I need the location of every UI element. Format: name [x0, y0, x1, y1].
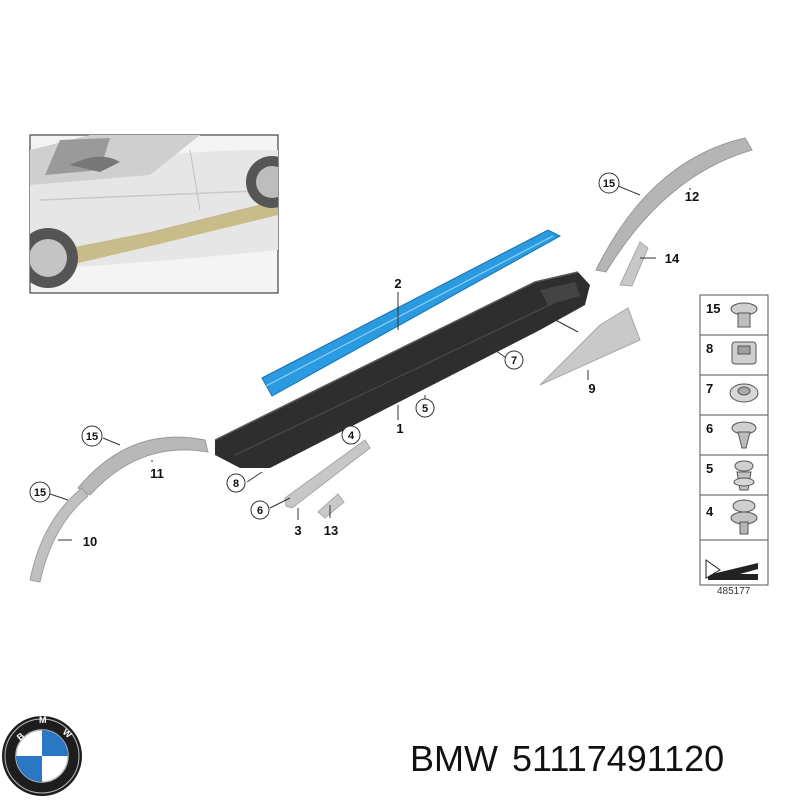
callout-14: 14 [665, 251, 680, 266]
part-1-side-sill [214, 271, 590, 468]
callout-10: 10 [83, 534, 97, 549]
fastener-15-icon [730, 302, 758, 328]
callout-7: 7 [511, 355, 517, 367]
fastener-5-icon [733, 460, 755, 491]
reference-number: 485177 [717, 586, 751, 597]
part-caption: BMW 51117491120 [410, 738, 790, 780]
callout-1: 1 [396, 421, 403, 436]
callout-2: 2 [394, 276, 401, 291]
part-3-end-piece [284, 439, 371, 509]
leader-lines [49, 185, 691, 541]
part-9-trim-panel [539, 307, 641, 386]
circled-callouts [29, 172, 620, 520]
callout-15-lower: 15 [34, 487, 46, 499]
callout-8: 8 [233, 478, 239, 490]
part-14-small-trim [619, 241, 649, 287]
callout-5: 5 [422, 403, 428, 415]
part-12-rear-wheel-arch [595, 137, 753, 273]
callout-13: 13 [324, 523, 338, 538]
bmw-logo: B M W [2, 715, 82, 796]
legend-item-8: 8 [706, 341, 713, 356]
svg-text:M: M [39, 715, 47, 725]
legend-item-15: 15 [706, 301, 720, 316]
fastener-7-icon [729, 383, 759, 403]
callout-6: 6 [257, 505, 263, 517]
part-13-small-piece [317, 493, 345, 519]
part-number: 51117491120 [511, 738, 725, 779]
fastener-8-icon [731, 341, 757, 365]
callout-4: 4 [348, 430, 355, 442]
fastener-legend: 15 8 7 6 5 4 [699, 294, 769, 586]
callouts: 1 2 3 9 10 11 12 13 14 [83, 189, 699, 549]
direction-arrow-icon [705, 559, 758, 580]
callout-15-rear: 15 [603, 178, 615, 190]
car-inset [29, 134, 279, 294]
part-2-highlighted-strip [261, 229, 562, 397]
callout-3: 3 [294, 523, 301, 538]
callout-9: 9 [588, 381, 595, 396]
fastener-6-icon [731, 421, 757, 449]
legend-item-5: 5 [706, 461, 713, 476]
svg-text:B: B [15, 730, 27, 742]
legend-item-4: 4 [706, 504, 714, 519]
part-10-arch-trim [29, 487, 89, 583]
callout-15-front: 15 [86, 431, 98, 443]
circled-callout-labels: 5 4 7 8 6 15 15 15 [34, 178, 615, 517]
fastener-4-icon [730, 499, 758, 535]
part-11-front-wheel-arch [77, 436, 209, 496]
brand-name: BMW [410, 738, 498, 779]
callout-12: 12 [685, 189, 699, 204]
legend-item-7: 7 [706, 381, 713, 396]
callout-11: 11 [150, 466, 164, 481]
legend-item-6: 6 [706, 421, 713, 436]
